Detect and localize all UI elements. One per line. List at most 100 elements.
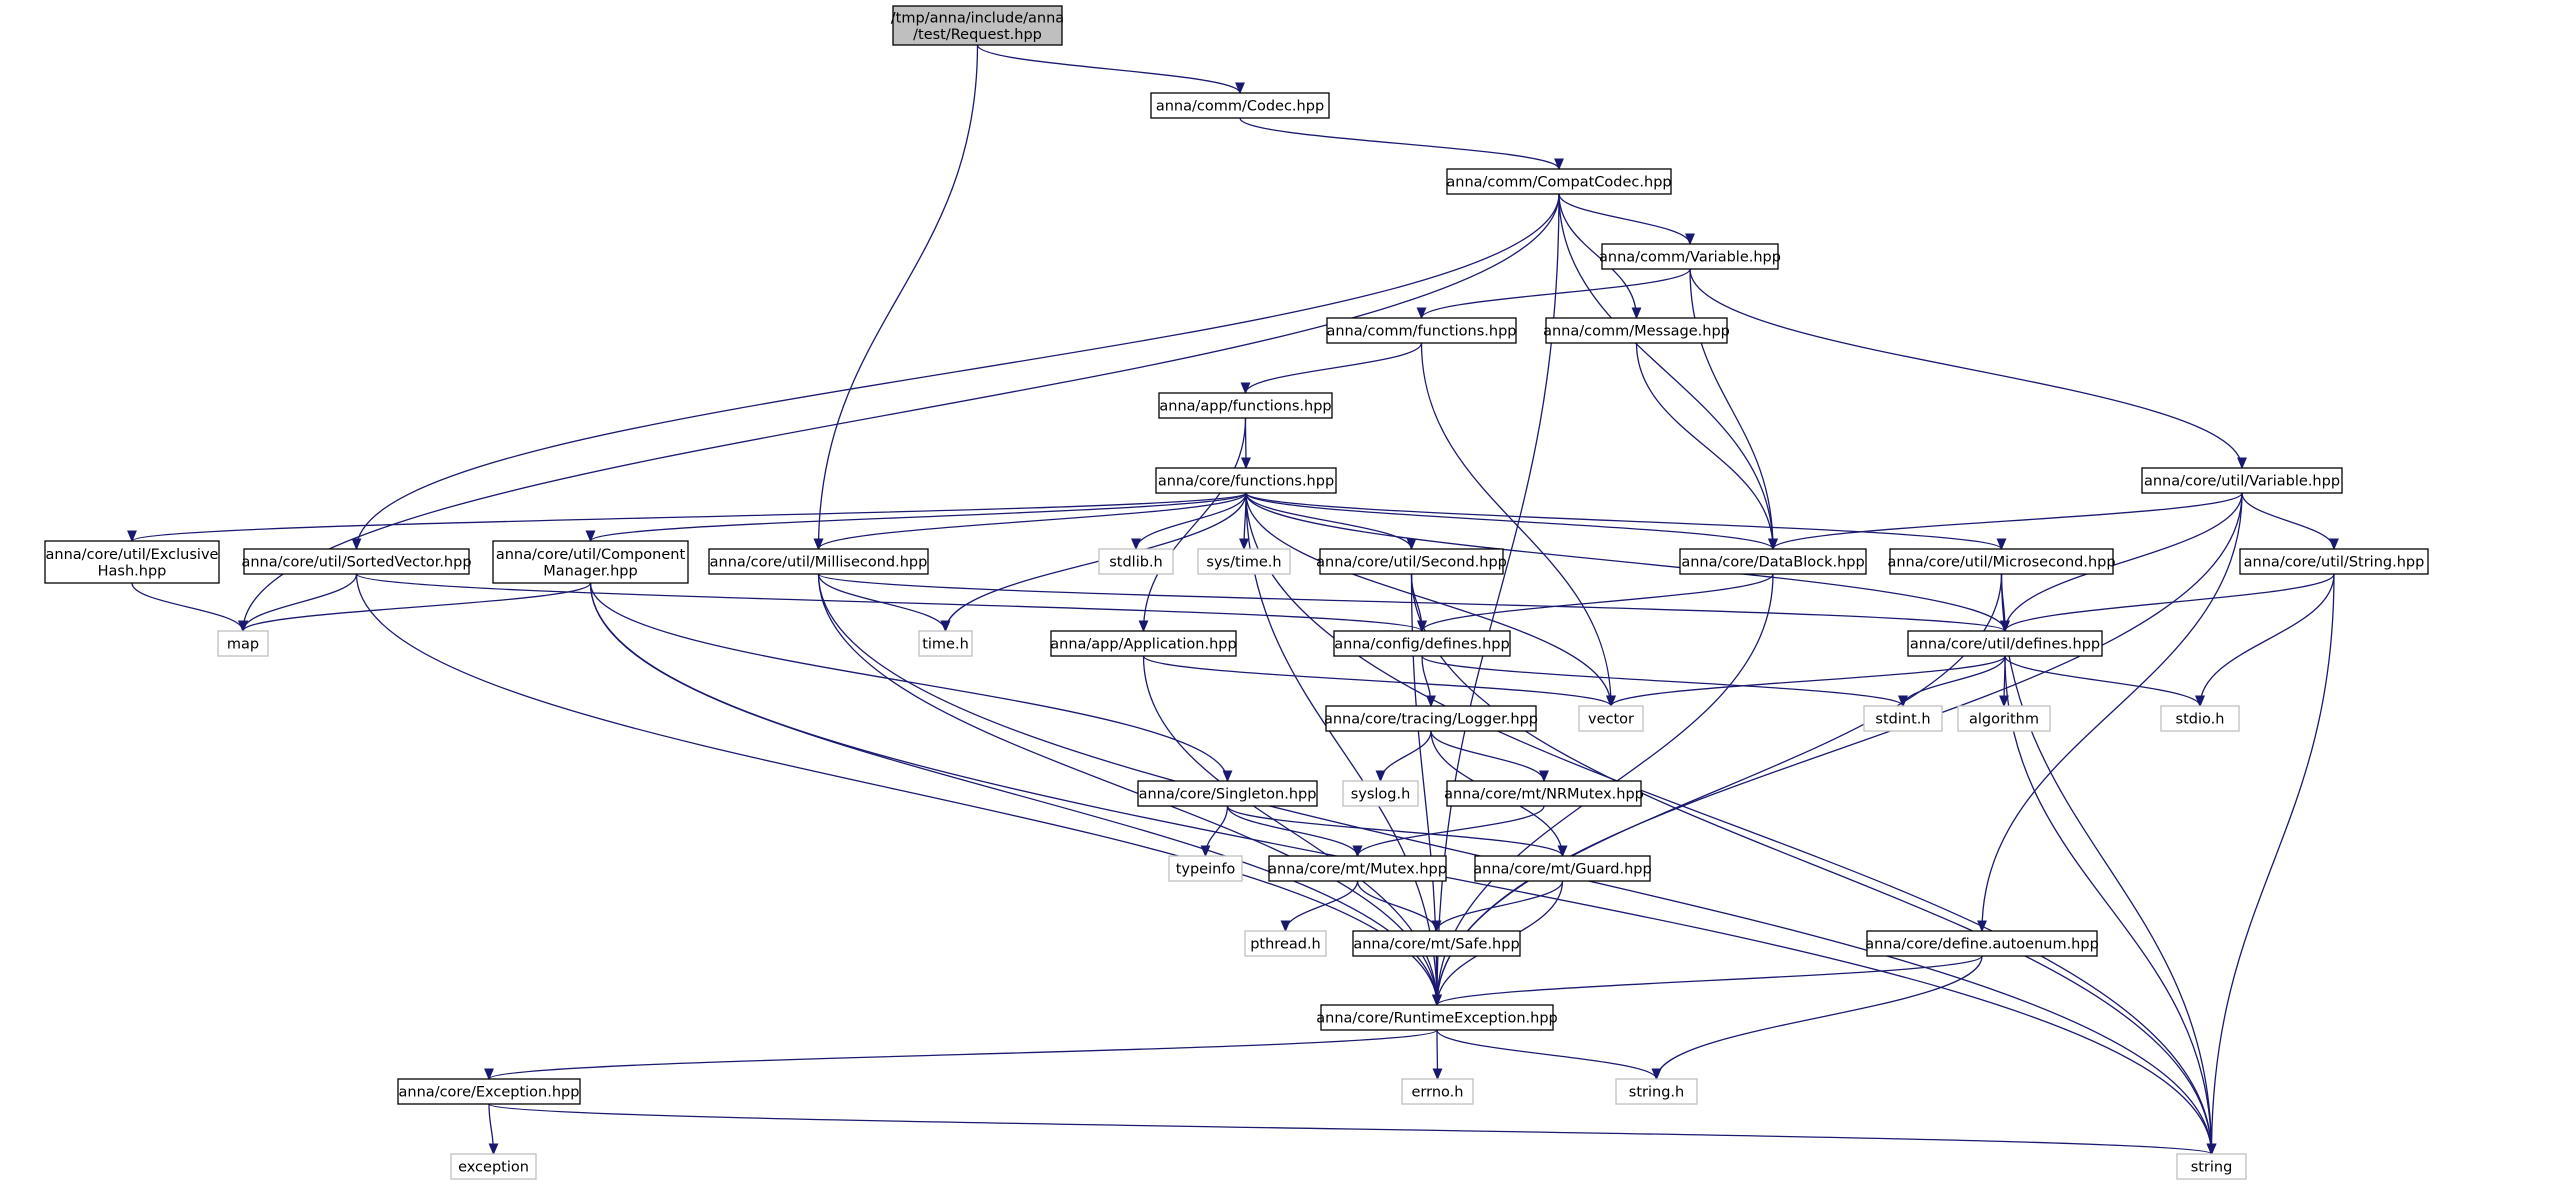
node-utilvariable[interactable]: anna/core/util/Variable.hpp (2141, 467, 2343, 494)
node-safe[interactable]: anna/core/mt/Safe.hpp (1352, 930, 1521, 957)
node-label: anna/core/Exception.hpp (399, 1085, 580, 1101)
node-request[interactable]: /tmp/anna/include/anna/test/Request.hpp (891, 5, 1064, 46)
arrowhead-icon (2237, 457, 2247, 470)
edge-line (1772, 492, 2243, 550)
arrowhead-icon (1685, 233, 1695, 246)
node-box (1319, 548, 1504, 575)
edge-microsecond-to-string (2000, 573, 2217, 1156)
node-utildefines[interactable]: anna/core/util/defines.hpp (1907, 630, 2103, 657)
node-box (1098, 548, 1174, 575)
edge-utilstring-to-string (2206, 573, 2335, 1156)
edge-exclusivehash-to-map (131, 582, 248, 633)
node-label: anna/core/DataBlock.hpp (1681, 555, 1864, 571)
edge-utilvariable-to-utilstring (2241, 492, 2339, 551)
arrowhead-icon (1606, 695, 1616, 708)
node-box (1197, 548, 1291, 575)
arrowhead-icon (1431, 920, 1442, 933)
arrowhead-icon (1426, 695, 1436, 708)
node-exceptionhpp[interactable]: anna/core/Exception.hpp (397, 1078, 581, 1105)
node-appfunctions[interactable]: anna/app/functions.hpp (1158, 392, 1333, 419)
node-syslog: syslog.h (1342, 780, 1419, 807)
node-runtimeexception[interactable]: anna/core/RuntimeException.hpp (1316, 1004, 1558, 1031)
arrowhead-icon (1417, 620, 1427, 633)
node-singleton[interactable]: anna/core/Singleton.hpp (1137, 780, 1318, 807)
node-guard[interactable]: anna/core/mt/Guard.hpp (1473, 855, 1652, 882)
edge-logger-to-syslog (1375, 730, 1432, 783)
node-datablock[interactable]: anna/core/DataBlock.hpp (1679, 548, 1867, 575)
node-box (1578, 705, 1644, 732)
edge-message-to-datablock (1635, 342, 1778, 551)
node-box (2239, 548, 2429, 575)
node-millisecond[interactable]: anna/core/util/Millisecond.hpp (708, 548, 929, 575)
node-label: anna/core/mt/Guard.hpp (1473, 862, 1651, 878)
node-label: anna/core/util/Millisecond.hpp (710, 555, 928, 571)
edge-line (355, 573, 1423, 632)
node-vector: vector (1578, 705, 1644, 732)
node-label: exception (458, 1160, 529, 1176)
edge-line (131, 582, 244, 632)
node-stringh: string.h (1615, 1078, 1698, 1105)
node-label: anna/core/util/Microsecond.hpp (1887, 555, 2115, 571)
edge-line (2004, 573, 2335, 632)
edge-line (1244, 342, 1423, 394)
edge-codec-to-compatcodec (1239, 117, 1564, 171)
node-box (1050, 630, 1237, 657)
edge-datablock-to-configdefines (1417, 573, 1774, 633)
node-message[interactable]: anna/comm/Message.hpp (1543, 317, 1730, 344)
node-codec[interactable]: anna/comm/Codec.hpp (1150, 92, 1330, 119)
edge-line (589, 492, 1247, 542)
node-compatcodec[interactable]: anna/comm/CompatCodec.hpp (1446, 168, 1672, 195)
node-label: anna/core/RuntimeException.hpp (1316, 1011, 1557, 1027)
node-box (1401, 1078, 1474, 1105)
edge-line (1245, 492, 1413, 550)
node-second[interactable]: anna/core/util/Second.hpp (1316, 548, 1507, 575)
node-application[interactable]: anna/app/Application.hpp (1050, 630, 1237, 657)
edge-compatcodec-to-message (1558, 193, 1642, 320)
node-utilstring[interactable]: anna/core/util/String.hpp (2239, 548, 2429, 575)
node-box (1615, 1078, 1698, 1105)
edge-sortedvector-to-map (238, 573, 358, 633)
node-map: map (217, 630, 269, 657)
node-box (1244, 930, 1327, 957)
node-label: anna/comm/Message.hpp (1543, 324, 1730, 340)
edge-singleton-to-typeinfo (1200, 805, 1229, 858)
node-box (1601, 243, 1779, 270)
arrowhead-icon (1768, 538, 1778, 551)
arrowhead-icon (585, 530, 596, 543)
edge-compatcodec-to-sortedvector (351, 193, 1560, 551)
edge-line (1142, 417, 1247, 632)
node-label: anna/config/defines.hpp (1334, 637, 1509, 653)
node-corefunctions[interactable]: anna/core/functions.hpp (1155, 467, 1337, 494)
edge-line (488, 1103, 2213, 1155)
node-sortedvector[interactable]: anna/core/util/SortedVector.hpp (241, 548, 472, 575)
node-label: string (2191, 1160, 2233, 1176)
edge-corefunctions-to-millisecond (813, 492, 1247, 551)
edge-commfunctions-to-appfunctions (1240, 342, 1423, 395)
arrowhead-icon (1375, 770, 1386, 783)
edge-configdefines-to-stdint (1421, 655, 1908, 708)
edge-line (1421, 655, 1904, 707)
edge-line (1356, 880, 1438, 932)
node-microsecond[interactable]: anna/core/util/Microsecond.hpp (1887, 548, 2116, 575)
node-configdefines[interactable]: anna/config/defines.hpp (1333, 630, 1511, 657)
edge-utilvariable-to-autoenum (1977, 492, 2243, 933)
node-label: stdint.h (1875, 712, 1930, 728)
node-variable[interactable]: anna/comm/Variable.hpp (1599, 243, 1781, 270)
node-nrmutex[interactable]: anna/core/mt/NRMutex.hpp (1444, 780, 1644, 807)
arrowhead-icon (488, 1143, 499, 1156)
node-box (1168, 855, 1243, 882)
node-commfunctions[interactable]: anna/comm/functions.hpp (1326, 317, 1517, 344)
node-mutex[interactable]: anna/core/mt/Mutex.hpp (1268, 855, 1447, 882)
node-logger[interactable]: anna/core/tracing/Logger.hpp (1324, 705, 1538, 732)
edge-line (1430, 730, 1545, 782)
node-autoenum[interactable]: anna/core/define.autoenum.hpp (1865, 930, 2099, 957)
arrowhead-icon (1131, 538, 1141, 551)
node-label: Manager.hpp (543, 563, 637, 579)
node-label: stdio.h (2176, 712, 2225, 728)
node-box (1158, 392, 1333, 419)
edge-line (1245, 492, 1612, 707)
node-box (1326, 317, 1517, 344)
node-label: anna/comm/Variable.hpp (1599, 250, 1781, 266)
